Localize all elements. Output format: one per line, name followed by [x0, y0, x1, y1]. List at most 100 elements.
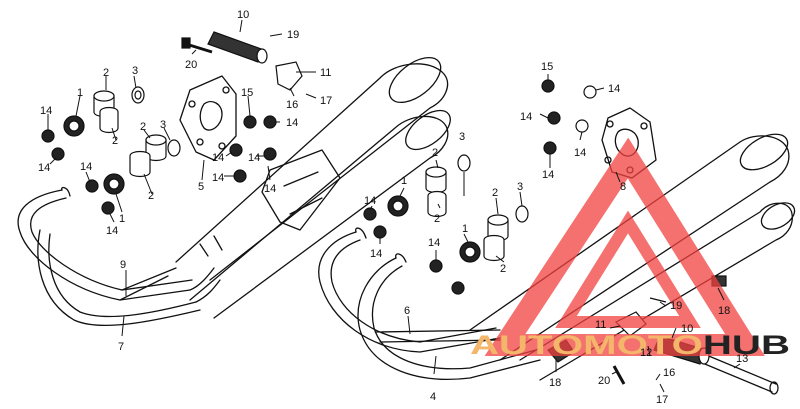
callout-19-top: 19	[287, 29, 299, 41]
nut-14-o	[373, 225, 387, 239]
callout-3-a: 3	[132, 65, 138, 77]
nut-14-d	[101, 201, 115, 215]
callout-10-top: 10	[237, 9, 249, 21]
callout-14-o: 14	[370, 248, 382, 260]
nut-14-q	[451, 281, 465, 295]
left-header-pipe-lower	[37, 229, 201, 327]
right-muffler-upper	[469, 135, 790, 361]
nut-14-g	[263, 147, 277, 161]
callout-1-b: 1	[119, 213, 125, 225]
callout-16-b: 16	[663, 367, 675, 379]
callout-14-g: 14	[212, 172, 224, 184]
callout-19-b: 19	[670, 300, 682, 312]
callout-3-c: 3	[459, 131, 465, 143]
rod-13	[699, 353, 777, 393]
flange-1-d	[459, 241, 481, 263]
gasket-2-d	[129, 150, 151, 178]
callout-14-f: 14	[264, 183, 276, 195]
callout-11-top: 11	[320, 67, 331, 79]
watermark-triangle-logo	[484, 137, 765, 356]
pin-19-bottom	[649, 297, 667, 303]
gasket-2-f	[427, 190, 447, 218]
nut-14-c	[85, 179, 99, 193]
flange-1-b	[103, 173, 125, 195]
callout-numbers: 10 19 20 11 16 17 2 3 1 14 2 14 15 14 2 …	[38, 9, 748, 406]
callout-15-b: 15	[541, 61, 553, 73]
gasket-2-c	[145, 134, 167, 162]
callout-20-top: 20	[185, 59, 197, 71]
flange-1-c	[387, 195, 409, 217]
callout-14-n: 14	[364, 195, 376, 207]
gasket-2-h	[483, 234, 505, 262]
callout-14-i: 14	[106, 225, 118, 237]
callout-1-d: 1	[462, 223, 468, 235]
callout-2-g: 2	[492, 187, 498, 199]
callout-14-m: 14	[542, 169, 554, 181]
callout-2-f: 2	[434, 213, 440, 225]
callout-14-l: 14	[574, 147, 586, 159]
nut-14-m	[543, 141, 557, 155]
right-muffler-lower	[519, 202, 793, 381]
callout-2-h: 2	[500, 263, 506, 275]
callout-18-b: 18	[718, 305, 730, 317]
nut-14-j	[583, 85, 597, 99]
callout-10-b: 10	[681, 323, 693, 335]
callout-8-a: 8	[620, 181, 626, 193]
callout-14-h: 14	[80, 161, 92, 173]
nut-14-k	[547, 111, 561, 125]
nut-15-a	[243, 115, 257, 129]
callout-4-a: 4	[430, 391, 436, 403]
nut-15-b	[541, 79, 555, 93]
washer-3-d	[515, 205, 529, 223]
washer-3-b	[167, 139, 181, 157]
callout-14-k: 14	[520, 111, 532, 123]
callout-17-b: 17	[656, 394, 668, 406]
watermark-text-part1: AUTOMOTO	[470, 330, 703, 360]
callout-14-d: 14	[212, 152, 224, 164]
callout-6-a: 6	[404, 305, 410, 317]
callout-14-c: 14	[286, 117, 298, 129]
callout-12-a: 12	[640, 347, 652, 359]
callout-2-e: 2	[432, 147, 438, 159]
callout-2-c: 2	[140, 121, 146, 133]
callout-18-a: 18	[549, 377, 561, 389]
callout-11-b: 11	[595, 319, 606, 331]
flange-1-a	[63, 115, 85, 137]
callout-14-j: 14	[608, 83, 620, 95]
nut-14-h	[233, 169, 247, 183]
callout-14-e: 14	[248, 152, 260, 164]
callout-2-a: 2	[103, 67, 109, 79]
left-exhaust-assembly	[17, 56, 451, 327]
left-muffler-upper	[175, 63, 449, 281]
spring-sleeve-10-top	[207, 31, 268, 64]
left-crossover-bracket	[261, 149, 341, 231]
callout-7-a: 7	[118, 341, 124, 353]
nut-14-l	[575, 119, 589, 133]
callout-16-top: 16	[286, 99, 298, 111]
callout-14-b: 14	[38, 162, 50, 174]
nut-14-e	[263, 115, 277, 129]
right-header-pipe-upper	[318, 231, 501, 353]
callout-1-a: 1	[77, 87, 83, 99]
gasket-2-e	[425, 166, 447, 194]
watermark-text-part2: HUB	[703, 330, 790, 360]
callout-20-b: 20	[598, 375, 610, 387]
left-bracket-5	[179, 75, 237, 161]
bolt-20-bottom	[612, 365, 626, 385]
washer-3-c	[457, 154, 471, 172]
clip-11-top	[275, 61, 303, 91]
callout-14-p: 14	[428, 237, 440, 249]
nut-14-b	[51, 147, 65, 161]
callout-17-top: 17	[320, 95, 332, 107]
callout-2-d: 2	[148, 190, 154, 202]
callout-14-a: 14	[40, 105, 52, 117]
left-muffler-lower	[189, 115, 449, 319]
left-header-pipe-upper	[17, 189, 191, 301]
callout-1-c: 1	[401, 175, 407, 187]
leader-lines	[47, 19, 741, 393]
gasket-2-b	[99, 106, 119, 134]
